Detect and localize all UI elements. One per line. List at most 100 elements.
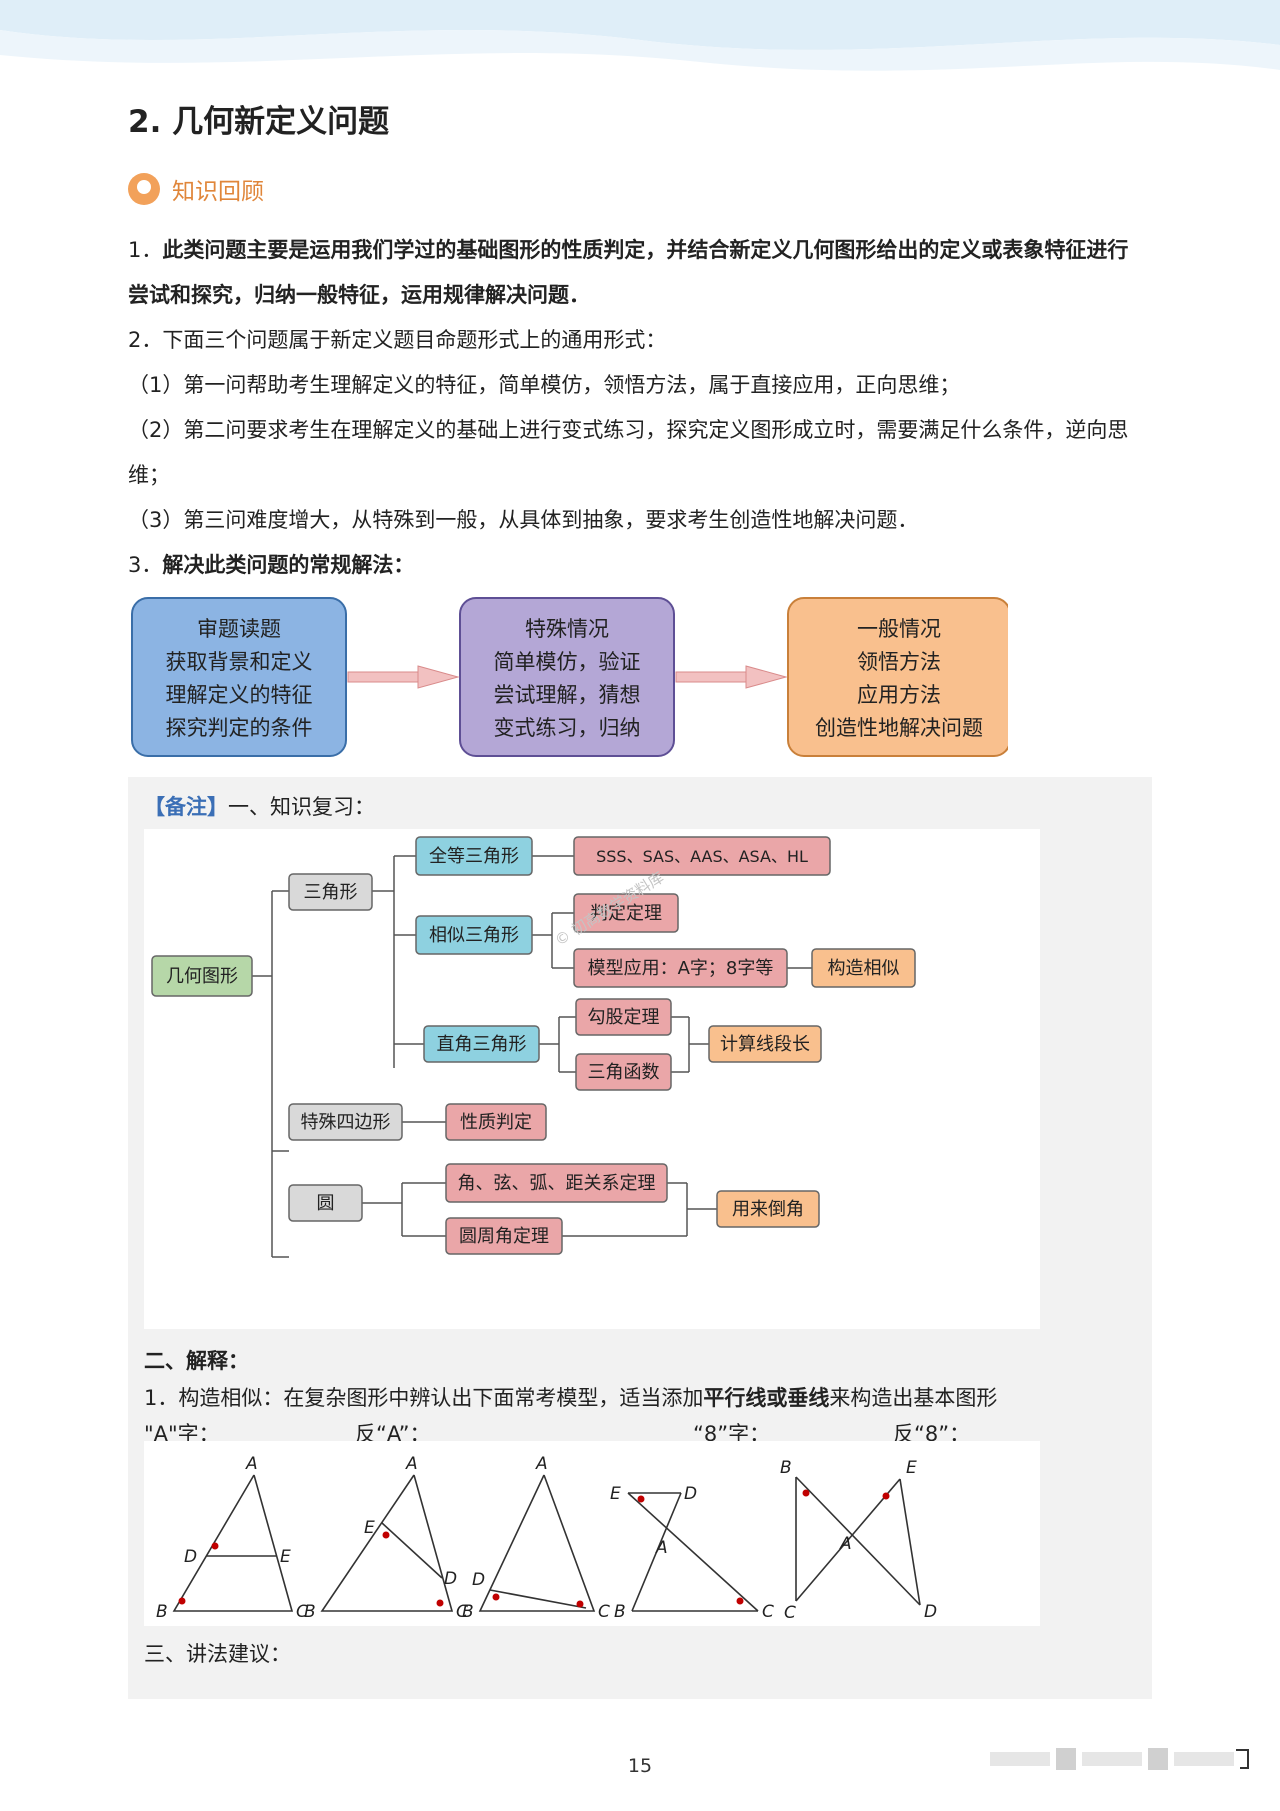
flow-box-3-line-3: 应用方法 [857, 683, 941, 707]
mindmap-node-use-angle: 用来倒角 [716, 1190, 820, 1228]
header-wave [0, 0, 1280, 71]
flow-box-2-line-3: 尝试理解，猜想 [494, 683, 641, 707]
svg-text:A: A [405, 1454, 418, 1474]
mindmap-node-congruent-rules: SSS、SAS、AAS、ASA、HL [573, 836, 831, 876]
flow-arrow-1 [347, 665, 460, 689]
mindmap-label-congruent: 全等三角形 [429, 846, 519, 867]
flow-box-2-line-2: 简单模仿，验证 [494, 650, 641, 674]
mindmap-node-model: 模型应用：A字；8字等 [573, 948, 788, 988]
svg-text:E: E [364, 1518, 375, 1538]
mindmap-label-use-angle: 用来倒角 [732, 1199, 804, 1220]
svg-text:C: C [598, 1602, 610, 1622]
mindmap-node-inscribed: 圆周角定理 [445, 1217, 563, 1255]
paragraph-3-text: 解决此类问题的常规解法： [162, 553, 415, 577]
flow-box-2-line-4: 变式练习，归纳 [494, 716, 641, 740]
flow-box-1-line-4: 探究判定的条件 [166, 716, 313, 740]
explain-1-part-a: 1．构造相似：在复杂图形中辨认出下面常考模型，适当添加 [144, 1386, 704, 1410]
flow-box-1-line-3: 理解定义的特征 [166, 683, 313, 707]
mindmap-label-congruent-rules: SSS、SAS、AAS、ASA、HL [596, 847, 808, 866]
knowledge-review-heading: 知识回顾 [128, 172, 264, 206]
mindmap-label-quad-prop: 性质判定 [460, 1112, 532, 1133]
mindmap-node-root: 几何图形 [151, 955, 253, 997]
section-title: 2. 几何新定义问题 [128, 104, 390, 140]
mindmap-node-segment: 计算线段长 [708, 1025, 822, 1063]
note-box: 【备注】一、知识复习： [128, 777, 1152, 1699]
mindmap-node-angle-chord: 角、弦、弧、距关系定理 [445, 1163, 668, 1203]
mindmap-node-construct: 构造相似 [811, 948, 916, 988]
paragraph-1-text: 此类问题主要是运用我们学过的基础图形的性质判定，并结合新定义几何图形给出的定义或… [128, 238, 1129, 307]
bottom-bar-decoration [990, 1748, 1249, 1770]
explain-1-part-c: 来构造出基本图形 [829, 1386, 998, 1410]
svg-text:E: E [906, 1458, 917, 1478]
item-2: （2）第二问要求考生在理解定义的基础上进行变式练习，探究定义图形成立时，需要满足… [128, 418, 1129, 487]
svg-text:D: D [184, 1547, 197, 1567]
svg-text:B: B [780, 1458, 792, 1478]
mindmap-label-right: 直角三角形 [437, 1034, 527, 1055]
svg-text:A: A [535, 1454, 548, 1474]
explain-heading: 二、解释： [144, 1349, 249, 1373]
svg-text:D: D [472, 1570, 485, 1590]
svg-text:C: C [784, 1603, 796, 1623]
knowledge-mindmap: 几何图形 三角形 全等三角形 SSS、SAS、AAS、ASA、HL 相似三角形 判定定理模… [144, 829, 1040, 1329]
explain-1: 1．构造相似：在复杂图形中辨认出下面常考模型，适当添加平行线或垂线来构造出基本图… [144, 1382, 997, 1412]
mindmap-node-similar: 相似三角形 [415, 915, 533, 955]
mindmap-node-trig: 三角函数 [575, 1053, 672, 1091]
svg-text:C: C [762, 1602, 774, 1622]
svg-text:D: D [684, 1484, 697, 1504]
mindmap-node-right: 直角三角形 [423, 1025, 540, 1063]
mindmap-node-congruent: 全等三角形 [415, 836, 533, 876]
item-3: （3）第三问难度增大，从特殊到一般，从具体到抽象，要求考生创造性地解决问题． [128, 508, 919, 532]
mindmap-label-angle-chord: 角、弦、弧、距关系定理 [458, 1173, 656, 1194]
svg-text:E: E [610, 1484, 621, 1504]
svg-text:A: A [245, 1454, 258, 1474]
mindmap-label-trig: 三角函数 [588, 1062, 660, 1083]
advice-heading: 三、讲法建议： [144, 1642, 291, 1666]
paragraph-1: 1．此类问题主要是运用我们学过的基础图形的性质判定，并结合新定义几何图形给出的定… [128, 228, 1148, 318]
page-number: 15 [627, 1755, 653, 1777]
paragraph-1-number: 1． [128, 238, 163, 262]
mindmap-label-model: 模型应用：A字；8字等 [588, 958, 774, 979]
mindmap-label-segment: 计算线段长 [720, 1034, 810, 1055]
bulb-icon [128, 173, 160, 205]
svg-text:E: E [280, 1547, 291, 1567]
paragraph-2: 2．下面三个问题属于新定义题目命题形式上的通用形式： [128, 328, 667, 352]
svg-text:B: B [156, 1602, 168, 1622]
flow-box-2-line-1: 特殊情况 [525, 617, 609, 641]
paragraph-3-number: 3． [128, 553, 163, 577]
solution-flowchart: 审题读题获取背景和定义理解定义的特征探究判定的条件特殊情况简单模仿，验证尝试理解… [131, 597, 1008, 757]
item-1: （1）第一问帮助考生理解定义的特征，简单模仿，领悟方法，属于直接应用，正向思维； [128, 373, 961, 397]
mindmap-node-circle: 圆 [288, 1184, 363, 1222]
note-heading-text: 一、知识复习： [228, 795, 375, 819]
note-heading: 【备注】一、知识复习： [144, 791, 375, 821]
mindmap-node-judge: 判定定理 [573, 893, 679, 933]
mindmap-label-quad: 特殊四边形 [301, 1112, 391, 1133]
svg-text:B: B [304, 1602, 316, 1622]
mindmap-node-quad-prop: 性质判定 [445, 1103, 547, 1141]
knowledge-review-label: 知识回顾 [172, 179, 264, 205]
mindmap-label-similar: 相似三角形 [429, 925, 519, 946]
mindmap-label-triangle: 三角形 [304, 882, 358, 903]
mindmap-label-construct: 构造相似 [828, 958, 900, 979]
explain-1-bold: 平行线或垂线 [703, 1386, 830, 1410]
flow-box-1-line-2: 获取背景和定义 [166, 650, 313, 674]
mindmap-label-judge: 判定定理 [590, 903, 662, 924]
mindmap-label-circle: 圆 [317, 1193, 335, 1214]
svg-text:D: D [444, 1569, 457, 1589]
mindmap-label-pythag: 勾股定理 [588, 1007, 660, 1028]
svg-text:B: B [614, 1602, 626, 1622]
flow-box-1-line-1: 审题读题 [197, 617, 281, 641]
mindmap-label-root: 几何图形 [166, 966, 238, 987]
mindmap-node-pythag: 勾股定理 [575, 998, 672, 1036]
mindmap-node-quad: 特殊四边形 [288, 1103, 403, 1141]
svg-text:C: C [456, 1602, 468, 1622]
paragraph-3: 3．解决此类问题的常规解法： [128, 543, 1148, 588]
svg-text:C: C [296, 1602, 308, 1622]
svg-text:B: B [462, 1602, 474, 1622]
flow-box-3-line-2: 领悟方法 [857, 650, 941, 674]
mindmap-label-inscribed: 圆周角定理 [459, 1226, 549, 1247]
svg-text:A: A [655, 1538, 668, 1558]
